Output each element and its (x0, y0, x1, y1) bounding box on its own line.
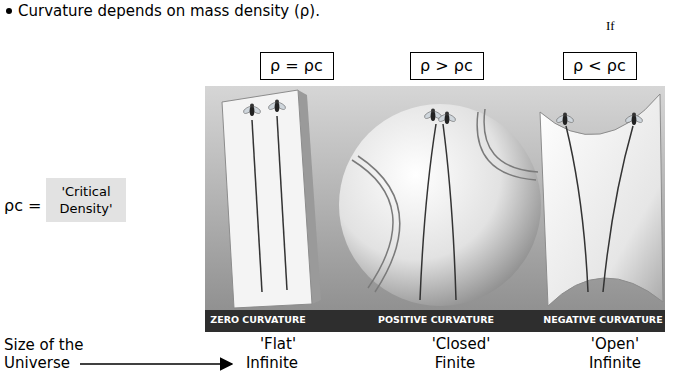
node-text: ρ < ρc (573, 56, 626, 75)
bullet (6, 8, 12, 14)
critical-density-box: 'Critical Density' (46, 178, 126, 222)
symbol-label: ρc = (4, 196, 41, 215)
row-label: Size of the Universe (4, 336, 94, 372)
geometry-name: 'Closed' (432, 335, 491, 353)
panel-caption: POSITIVE CURVATURE (378, 314, 494, 325)
node-text: ρ = ρc (270, 56, 323, 75)
caption-strip (205, 310, 665, 332)
node-text: ρ > ρc (420, 56, 473, 75)
panel-caption: NEGATIVE CURVATURE (543, 314, 662, 325)
size-value: Infinite (246, 354, 298, 372)
density-case-box: ρ = ρc (260, 52, 334, 80)
saddle (540, 94, 663, 306)
note: If (606, 18, 615, 34)
geometry-name: 'Open' (591, 335, 639, 353)
node-text: 'Critical Density' (51, 183, 121, 217)
flat-plane (222, 90, 321, 308)
panel-caption: ZERO CURVATURE (210, 314, 305, 325)
size-value: Infinite (589, 354, 641, 372)
size-arrow (80, 363, 232, 365)
bullet-text: Curvature depends on mass density (ρ). (18, 2, 320, 20)
density-case-box: ρ > ρc (410, 52, 484, 80)
density-case-box: ρ < ρc (563, 52, 637, 80)
sphere (339, 104, 541, 306)
geometry-name: 'Flat' (260, 335, 296, 353)
photo-ground (205, 86, 665, 332)
size-value: Finite (435, 354, 476, 372)
